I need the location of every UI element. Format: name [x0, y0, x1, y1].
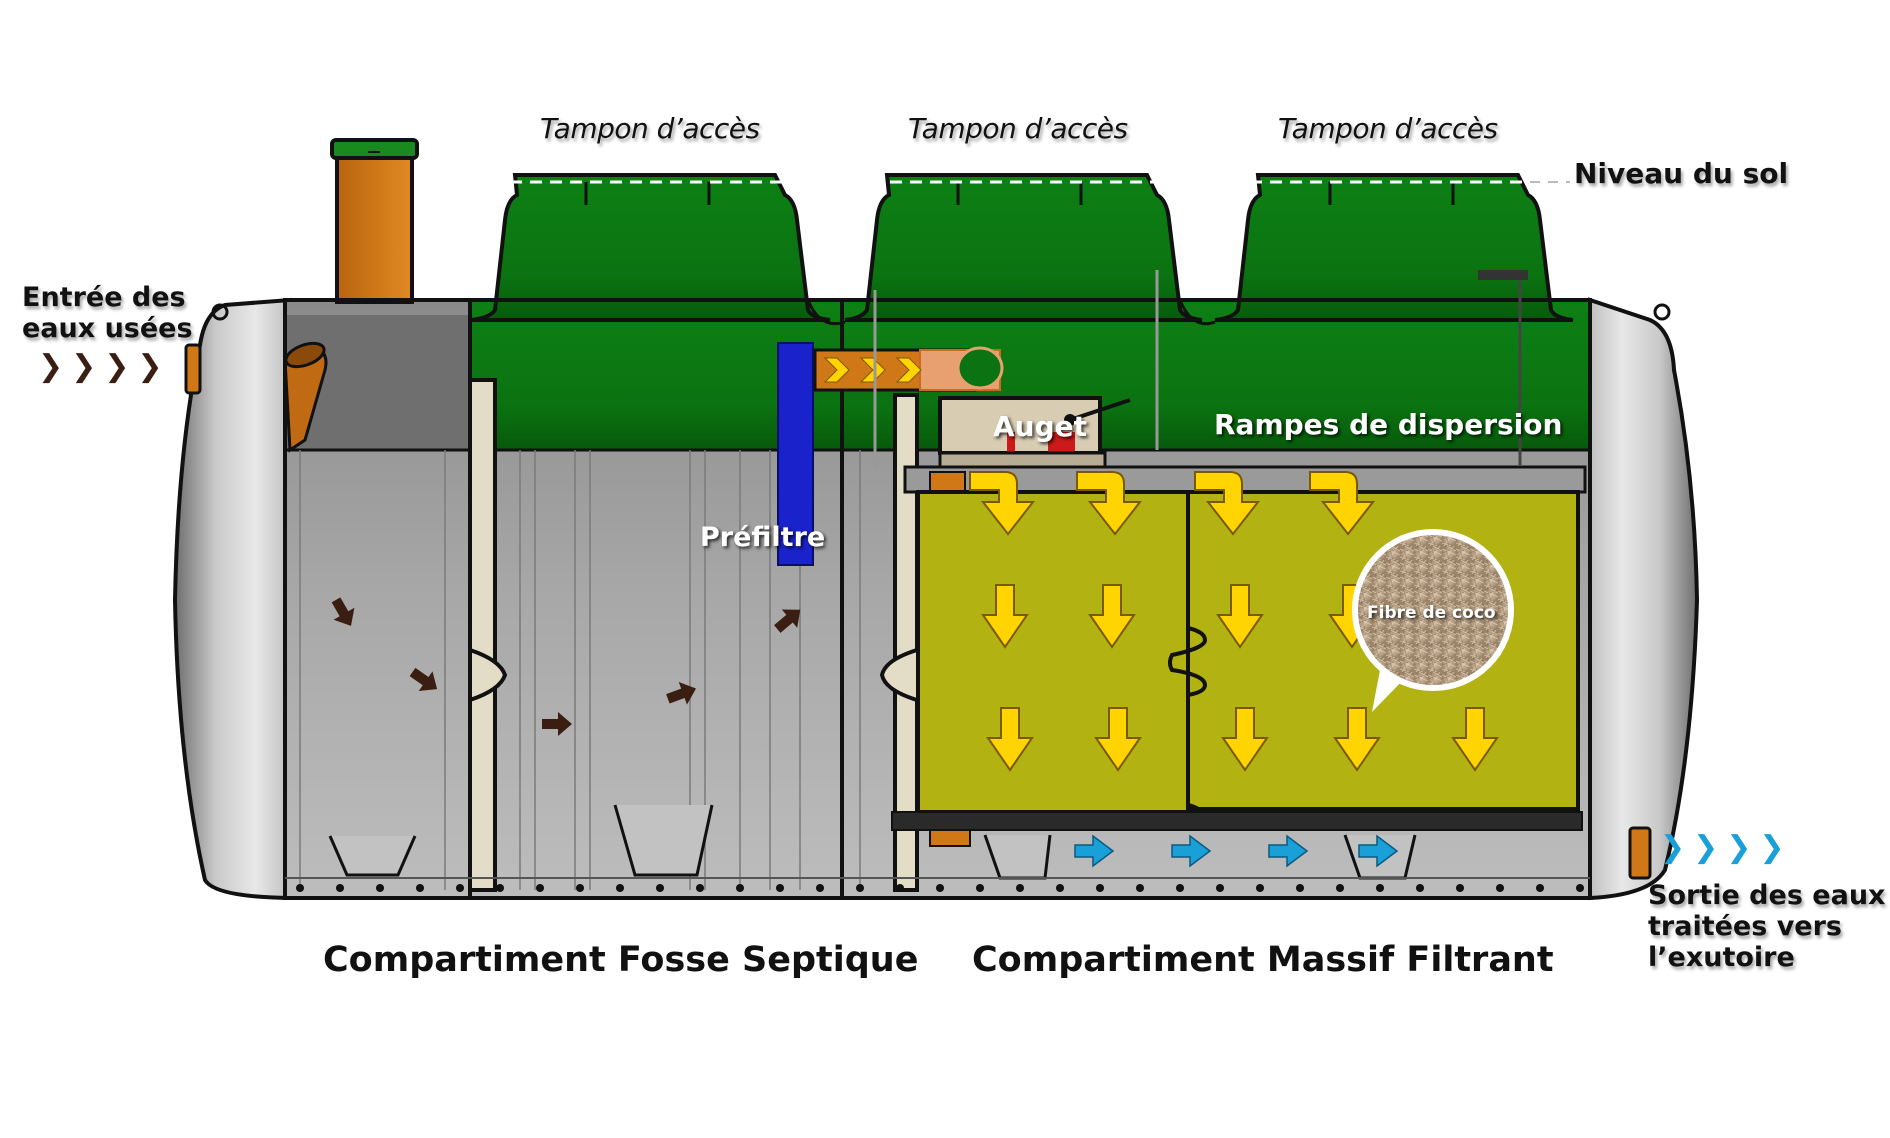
- arrow-down-icon: [981, 584, 1029, 649]
- arrow-icon: [409, 667, 438, 691]
- percolation-arrows: [969, 471, 1499, 772]
- label-ground-level: Niveau du sol: [1574, 157, 1789, 190]
- chevron-right-icon: ❯: [1726, 830, 1752, 865]
- right-end-cap: [1588, 297, 1700, 901]
- coconut-fiber-callout: [1352, 529, 1514, 712]
- vent-cap: [330, 138, 419, 160]
- label-inlet-line1: Entrée des: [22, 282, 186, 313]
- arrow-down-icon: [986, 707, 1034, 772]
- label-outlet-line2: traitées vers: [1648, 911, 1842, 942]
- arrow-right-icon: [1358, 834, 1399, 868]
- label-dispersion-ramps: Rampes de dispersion: [1214, 408, 1563, 441]
- bottom-rivets: [296, 884, 1584, 892]
- septic-baffle-1: [468, 300, 508, 898]
- sludge-cone-2: [613, 804, 714, 877]
- arrow-down-icon: [1094, 707, 1142, 772]
- dispersion-ramp: [903, 465, 1587, 494]
- arrow-down-icon: [1333, 707, 1381, 772]
- outflow-arrows: [1074, 834, 1399, 868]
- label-outlet-line1: Sortie des eaux: [1648, 880, 1886, 911]
- auget-tipping-trough: [938, 396, 1131, 469]
- arrow-icon: [774, 609, 801, 633]
- chevron-right-icon: ❯: [38, 349, 64, 384]
- filter-media-left: [916, 490, 1190, 814]
- vent-riser: [335, 150, 414, 304]
- septic-flow-arrows: [331, 597, 801, 736]
- arrow-down-icon: [1216, 584, 1264, 649]
- arrow-down-icon: [1221, 707, 1269, 772]
- label-septic-compartment: Compartiment Fosse Septique: [323, 940, 919, 980]
- left-lifting-ring: [211, 303, 229, 321]
- arrow-icon: [331, 597, 355, 626]
- arrow-icon: [542, 712, 572, 736]
- lid-ticks: [584, 182, 1455, 205]
- arrow-right-icon: [1268, 834, 1309, 868]
- inlet-pipe-stub: [184, 343, 202, 395]
- chevron-right-icon: [895, 357, 922, 383]
- right-lifting-ring: [1653, 303, 1671, 321]
- filter-separator: [1168, 500, 1208, 813]
- label-filter-compartment: Compartiment Massif Filtrant: [972, 940, 1554, 980]
- arrow-bend-down-icon: [1194, 471, 1261, 536]
- label-coconut-fiber: Fibre de coco: [1367, 603, 1496, 623]
- pipe-flow-arrows: [823, 357, 922, 383]
- label-access-lid-3: Tampon d’accès: [1278, 112, 1498, 145]
- arrow-down-icon: [1451, 707, 1499, 772]
- chevron-right-icon: ❯: [104, 349, 130, 384]
- septic-baffle-2: [879, 393, 919, 892]
- label-access-lid-2: Tampon d’accès: [908, 112, 1128, 145]
- chevron-right-icon: ❯: [1660, 830, 1686, 865]
- chevron-right-icon: [823, 357, 850, 383]
- chevron-right-icon: [859, 357, 886, 383]
- label-prefilter: Préfiltre: [700, 522, 826, 553]
- chevron-right-icon: ❯: [137, 349, 163, 384]
- arrow-bend-down-icon: [969, 471, 1036, 536]
- chevron-right-icon: ❯: [71, 349, 97, 384]
- chevron-right-icon: ❯: [1759, 830, 1785, 865]
- outlet-flow-arrows: ❯❯❯❯: [1660, 833, 1785, 863]
- access-lid-1: [469, 173, 831, 322]
- arrow-right-icon: [1074, 834, 1115, 868]
- underdrain-grate: [891, 811, 1583, 831]
- arrow-bend-down-icon: [1076, 471, 1143, 536]
- inlet-flow-arrows: ❯❯❯❯: [38, 352, 163, 382]
- arrow-icon: [666, 682, 697, 705]
- sludge-cone-1: [328, 835, 417, 877]
- arrow-down-icon: [1088, 584, 1136, 649]
- label-auget: Auget: [993, 410, 1088, 443]
- arrow-bend-down-icon: [1309, 471, 1376, 536]
- label-inlet-line2: eaux usées: [22, 313, 193, 344]
- outlet-pipe-stub: [1628, 826, 1652, 880]
- access-lid-2: [844, 173, 1203, 322]
- access-lid-3: [1214, 173, 1574, 322]
- prefilter: [777, 342, 814, 566]
- label-access-lid-1: Tampon d’accès: [540, 112, 760, 145]
- label-outlet-line3: l’exutoire: [1648, 942, 1795, 973]
- arrow-right-icon: [1171, 834, 1212, 868]
- chevron-right-icon: ❯: [1693, 830, 1719, 865]
